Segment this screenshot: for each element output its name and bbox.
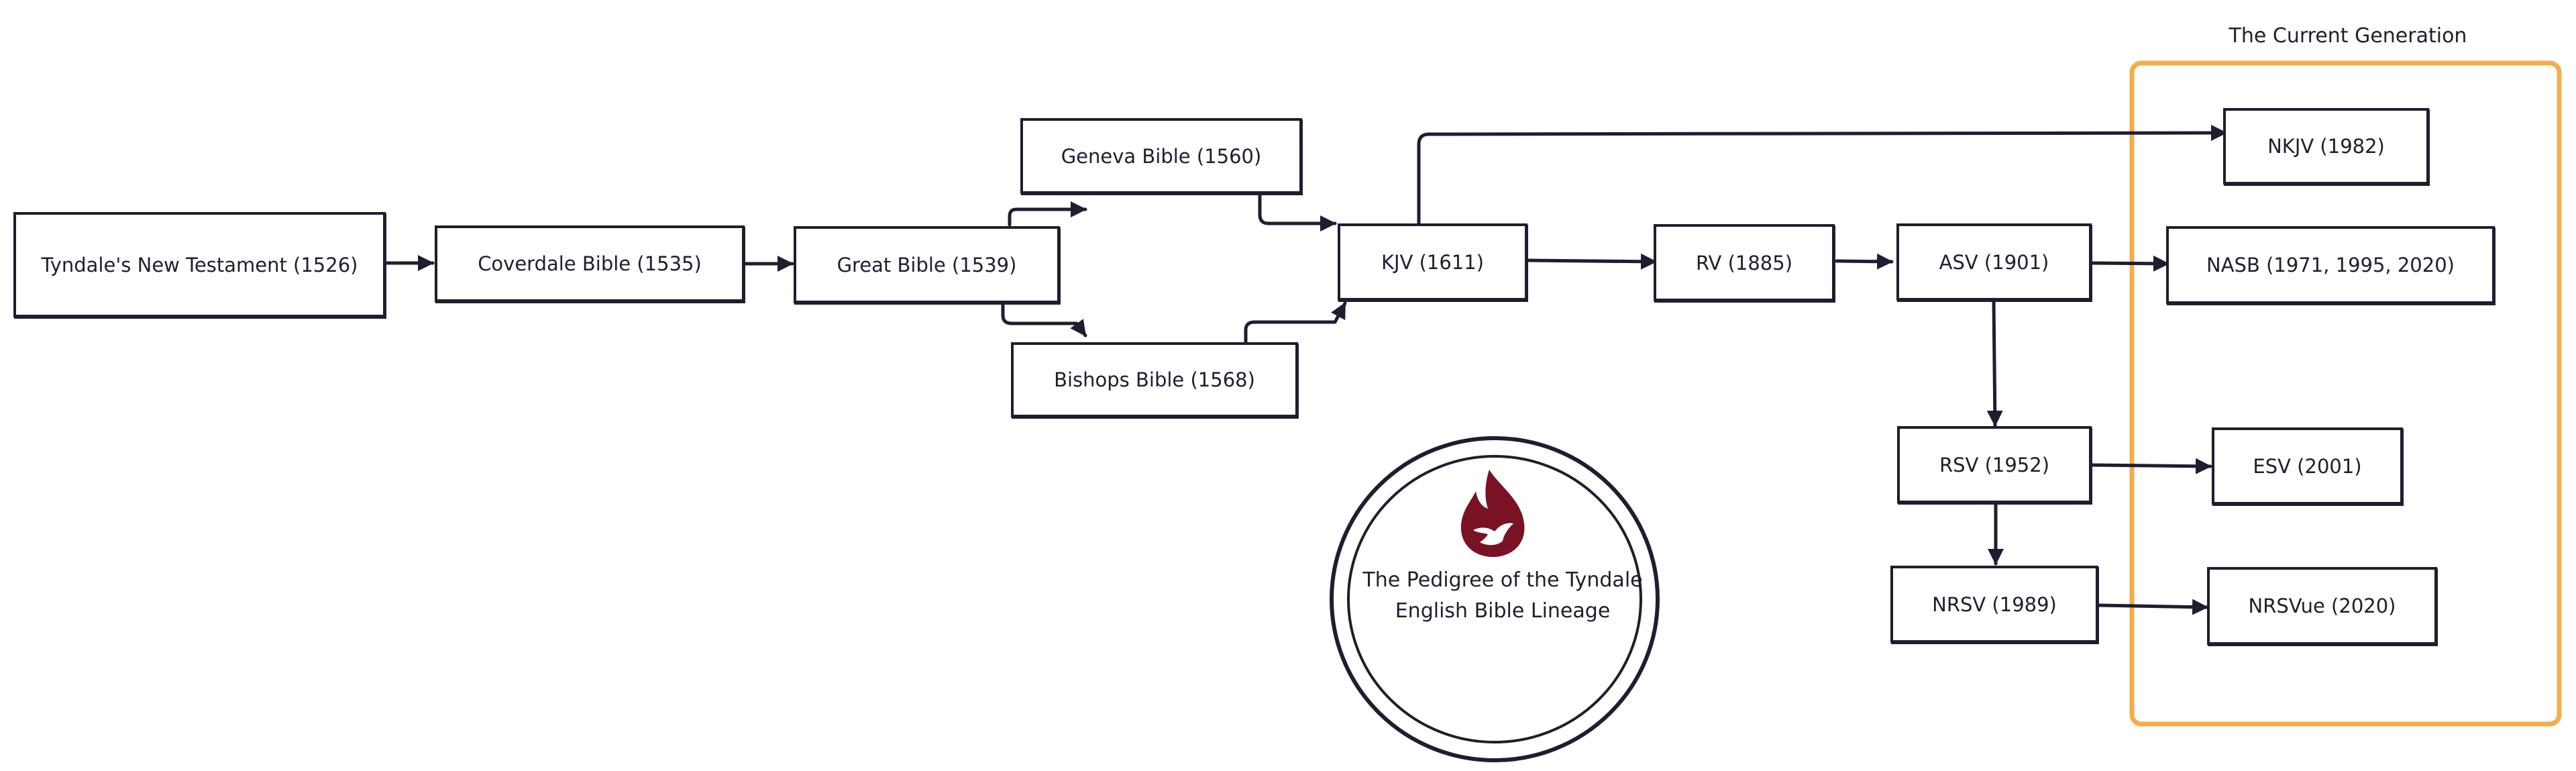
arrow-asv-to-nasb xyxy=(2090,255,2170,272)
node-great-label: Great Bible (1539) xyxy=(837,253,1017,276)
arrow-kjv-to-nkjv xyxy=(1417,125,2228,225)
node-nkjv-label: NKJV (1982) xyxy=(2267,135,2385,158)
node-geneva[interactable]: Geneva Bible (1560) xyxy=(1020,118,1302,194)
node-nrsvue-label: NRSVue (2020) xyxy=(2248,595,2396,617)
arrow-nrsv-to-nrsvue xyxy=(2096,599,2209,615)
node-nrsvue[interactable]: NRSVue (2020) xyxy=(2207,567,2437,645)
node-rv[interactable]: RV (1885) xyxy=(1654,224,1835,301)
node-rv-label: RV (1885) xyxy=(1695,251,1793,274)
node-coverdale-label: Coverdale Bible (1535) xyxy=(478,252,702,275)
node-bishops[interactable]: Bishops Bible (1568) xyxy=(1011,342,1298,417)
node-esv[interactable]: ESV (2001) xyxy=(2212,427,2403,505)
node-kjv-label: KJV (1611) xyxy=(1381,250,1485,274)
arrow-rsv-to-esv xyxy=(2089,458,2212,474)
node-nasb[interactable]: NASB (1971, 1995, 2020) xyxy=(2166,226,2495,304)
node-kjv[interactable]: KJV (1611) xyxy=(1338,223,1527,301)
node-nkjv[interactable]: NKJV (1982) xyxy=(2223,108,2429,185)
current-generation-frame xyxy=(2129,60,2562,727)
node-tyndale[interactable]: Tyndale's New Testament (1526) xyxy=(13,212,386,317)
node-coverdale[interactable]: Coverdale Bible (1535) xyxy=(435,225,745,302)
arrow-great-to-geneva xyxy=(1008,201,1087,227)
seal-outer-ring xyxy=(1330,436,1660,762)
node-nrsv[interactable]: NRSV (1989) xyxy=(1890,566,2098,643)
node-nasb-label: NASB (1971, 1995, 2020) xyxy=(2206,254,2455,276)
seal-inner-ring xyxy=(1347,455,1642,743)
node-great[interactable]: Great Bible (1539) xyxy=(794,226,1060,303)
seal xyxy=(1330,436,1660,762)
node-asv[interactable]: ASV (1901) xyxy=(1896,223,2092,301)
seal-title: The Pedigree of the Tyndale English Bibl… xyxy=(1362,568,1643,623)
node-tyndale-label: Tyndale's New Testament (1526) xyxy=(41,253,358,276)
node-rsv-label: RSV (1952) xyxy=(1939,453,2050,476)
node-geneva-label: Geneva Bible (1560) xyxy=(1061,144,1262,168)
node-bishops-label: Bishops Bible (1568) xyxy=(1054,368,1255,391)
flame-dove-icon xyxy=(1460,470,1525,557)
node-asv-label: ASV (1901) xyxy=(1939,250,2049,274)
node-nrsv-label: NRSV (1989) xyxy=(1932,593,2057,616)
arrow-kjv-to-rv xyxy=(1525,253,1658,270)
arrow-asv-to-rsv xyxy=(1986,299,2003,427)
arrow-geneva-to-kjv xyxy=(1258,194,1337,232)
node-rsv[interactable]: RSV (1952) xyxy=(1897,426,2092,503)
arrow-great-to-bishops xyxy=(1001,301,1087,338)
node-esv-label: ESV (2001) xyxy=(2253,454,2362,478)
group-label: The Current Generation xyxy=(2229,24,2467,48)
arrow-bishops-to-kjv xyxy=(1244,301,1347,344)
arrow-rv-to-asv xyxy=(1835,253,1894,270)
